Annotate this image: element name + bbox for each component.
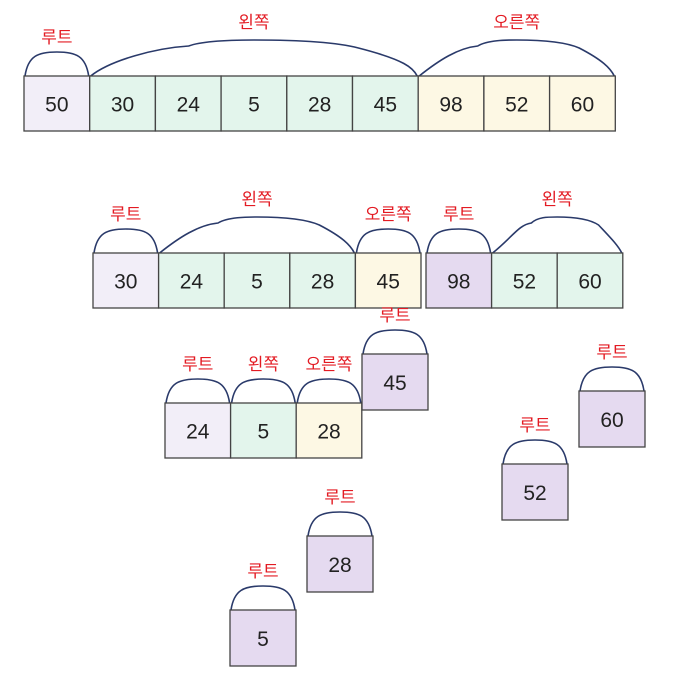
brace-root xyxy=(362,329,428,355)
cell-right-box xyxy=(354,252,422,309)
cell-value: 60 xyxy=(578,271,601,294)
label-root: 루트 xyxy=(443,205,474,224)
label-root: 루트 xyxy=(519,416,550,435)
row-leaf45: 45 xyxy=(361,353,429,411)
cell-layer: 50 30 24 5 28 45 98 52 60 30 24 5 28 45 98 52 60 24 5 28 45 6… xyxy=(23,75,646,667)
label-right: 오른쪽 xyxy=(493,13,540,32)
brace-left xyxy=(90,39,418,77)
row-leaf28: 28 xyxy=(306,535,374,593)
label-root: 루트 xyxy=(110,205,141,224)
cell-left-box xyxy=(220,75,288,132)
label-right: 오른쪽 xyxy=(365,205,412,224)
cell-leaf-box xyxy=(229,609,297,667)
brace-root xyxy=(426,228,492,254)
brace-left xyxy=(492,216,623,254)
brace-right xyxy=(296,378,362,404)
label-left: 왼쪽 xyxy=(248,355,279,374)
cell-left-box xyxy=(89,75,157,132)
row-row1: 50 30 24 5 28 45 98 52 60 xyxy=(23,75,616,132)
cell-value: 24 xyxy=(177,94,201,117)
cell-value: 98 xyxy=(439,94,462,117)
row-leaf52: 52 xyxy=(501,463,569,521)
cell-value: 28 xyxy=(308,94,331,117)
label-left: 왼쪽 xyxy=(542,190,573,209)
brace-root xyxy=(24,51,90,77)
cell-value: 28 xyxy=(311,271,334,294)
cell-value: 5 xyxy=(257,628,269,651)
cell-leaf-box xyxy=(425,252,493,309)
cell-value: 45 xyxy=(383,372,406,395)
cell-right-box xyxy=(548,75,616,132)
label-root: 루트 xyxy=(596,343,627,362)
cell-value: 98 xyxy=(447,271,470,294)
cell-value: 52 xyxy=(513,271,536,294)
cell-value: 52 xyxy=(505,94,528,117)
cell-value: 60 xyxy=(571,94,594,117)
brace-root xyxy=(165,378,231,404)
cell-left-box xyxy=(490,252,558,309)
cell-value: 28 xyxy=(328,554,351,577)
cell-value: 45 xyxy=(377,271,400,294)
cell-root-box xyxy=(164,402,232,459)
cell-left-box xyxy=(351,75,419,132)
label-root: 루트 xyxy=(324,488,355,507)
brace-root xyxy=(502,439,568,465)
cell-leaf-box xyxy=(306,535,374,593)
cell-leaf-box xyxy=(578,390,646,448)
cell-left-box xyxy=(286,75,354,132)
row-leaf5: 5 xyxy=(229,609,297,667)
row-leaf60: 60 xyxy=(578,390,646,448)
cell-right-box xyxy=(417,75,485,132)
label-root: 루트 xyxy=(247,562,278,581)
cell-value: 5 xyxy=(251,271,263,294)
brace-left xyxy=(159,216,356,254)
row-row2b: 98 52 60 xyxy=(425,252,624,309)
cell-left-box xyxy=(229,402,297,459)
label-right: 오른쪽 xyxy=(306,355,353,374)
cell-left-box xyxy=(154,75,222,132)
brace-left xyxy=(230,378,296,404)
label-left: 왼쪽 xyxy=(238,13,269,32)
cell-value: 28 xyxy=(317,421,340,444)
brace-right xyxy=(418,39,616,77)
brace-root xyxy=(230,585,296,611)
cell-value: 24 xyxy=(186,421,210,444)
cell-root-box xyxy=(92,252,160,309)
cell-leaf-box xyxy=(361,353,429,411)
cell-value: 45 xyxy=(374,94,397,117)
cell-left-box xyxy=(157,252,225,309)
brace-right xyxy=(355,228,421,254)
cell-left-box xyxy=(556,252,624,309)
label-root: 루트 xyxy=(41,28,72,47)
label-left: 왼쪽 xyxy=(241,190,272,209)
cell-value: 24 xyxy=(180,271,204,294)
brace-root xyxy=(579,366,645,392)
brace-root xyxy=(307,511,373,537)
cell-value: 50 xyxy=(45,94,68,117)
cell-value: 30 xyxy=(114,271,137,294)
brace-root xyxy=(93,228,159,254)
label-root: 루트 xyxy=(182,355,213,374)
cell-value: 60 xyxy=(600,409,623,432)
cell-value: 52 xyxy=(523,482,546,505)
brace-layer xyxy=(24,39,645,611)
cell-value: 5 xyxy=(248,94,260,117)
label-root: 루트 xyxy=(379,306,410,325)
cell-right-box xyxy=(295,402,363,459)
row-row2a: 30 24 5 28 45 xyxy=(92,252,422,309)
cell-value: 5 xyxy=(258,421,270,444)
cell-value: 30 xyxy=(111,94,134,117)
cell-root-box xyxy=(23,75,91,132)
cell-leaf-box xyxy=(501,463,569,521)
row-row3: 24 5 28 xyxy=(164,402,363,459)
